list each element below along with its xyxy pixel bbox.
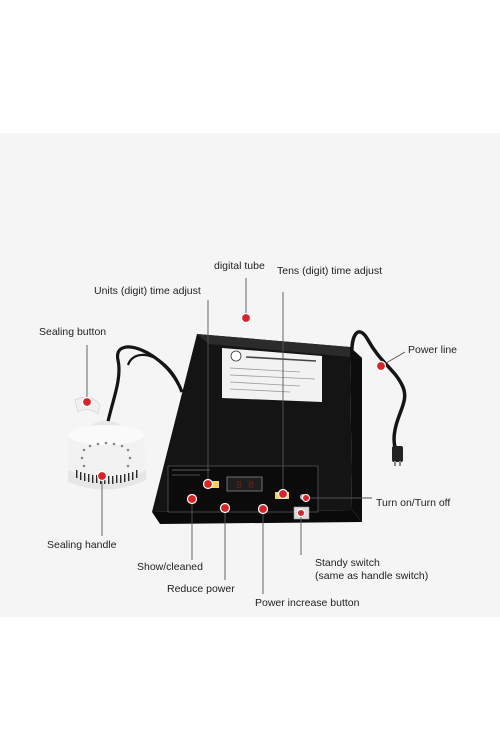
marker-sealing-handle [96, 470, 108, 482]
label-standby-switch: Standy switch [315, 557, 380, 569]
front-control-panel: 8 8 [167, 465, 319, 520]
label-reduce-power: Reduce power [167, 583, 235, 595]
label-sealing-button: Sealing button [39, 326, 107, 338]
marker-digital-tube [240, 312, 252, 324]
label-sealing-handle: Sealing handle [47, 539, 117, 551]
marker-power-line [375, 360, 387, 372]
spec-label-plate [222, 348, 322, 402]
marker-units-adjust [202, 478, 214, 490]
label-turn-on-off: Turn on/Turn off [376, 497, 451, 509]
marker-sealing-button [81, 396, 93, 408]
label-power-line: Power line [408, 344, 458, 356]
sealing-head [68, 396, 146, 490]
marker-reduce-power [219, 502, 231, 514]
label-standby-switch-note: (same as handle switch) [315, 570, 429, 582]
svg-text:8 8: 8 8 [236, 480, 254, 491]
callout-markers [81, 312, 387, 517]
marker-power-increase [257, 503, 269, 515]
label-units-time-adjust: Units (digit) time adjust [94, 285, 201, 297]
power-cable [350, 330, 407, 456]
marker-turn-on-off [302, 494, 310, 502]
digital-tube-display [226, 476, 263, 492]
label-power-increase-button: Power increase button [255, 597, 360, 609]
label-tens-time-adjust: Tens (digit) time adjust [277, 265, 383, 277]
marker-standby-switch [297, 509, 305, 517]
marker-show-cleaned [186, 493, 198, 505]
marker-tens-adjust [277, 488, 289, 500]
power-plug [392, 446, 403, 462]
label-digital-tube: digital tube [214, 260, 265, 272]
label-show-cleaned: Show/cleaned [137, 561, 203, 573]
